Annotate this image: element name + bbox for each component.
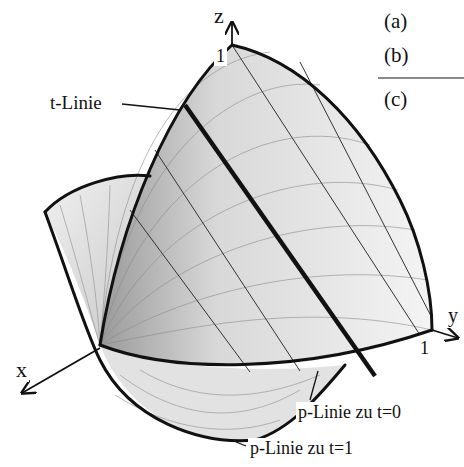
axis-label: x — [14, 358, 29, 382]
axis-label: 1 — [418, 338, 431, 358]
axis-label: (c) — [382, 88, 409, 111]
axis-label: t-Linie — [48, 92, 104, 113]
axis-label: y — [446, 304, 460, 326]
t-line — [185, 105, 375, 376]
axis-label: 1 — [214, 46, 227, 66]
axis-label: z — [212, 4, 226, 28]
surface-outline — [45, 45, 432, 441]
axis-label: (a) — [382, 10, 409, 33]
mesh-lines — [100, 52, 432, 345]
leader-lines — [122, 104, 318, 446]
axis-label: p-Linie zu t=0 — [296, 402, 403, 422]
divider-rule — [378, 77, 464, 78]
ruling-lines — [130, 45, 432, 372]
axis-label: (b) — [382, 44, 411, 67]
axis-label: p-Linie zu t=1 — [248, 438, 355, 458]
surface-shell — [100, 45, 432, 365]
